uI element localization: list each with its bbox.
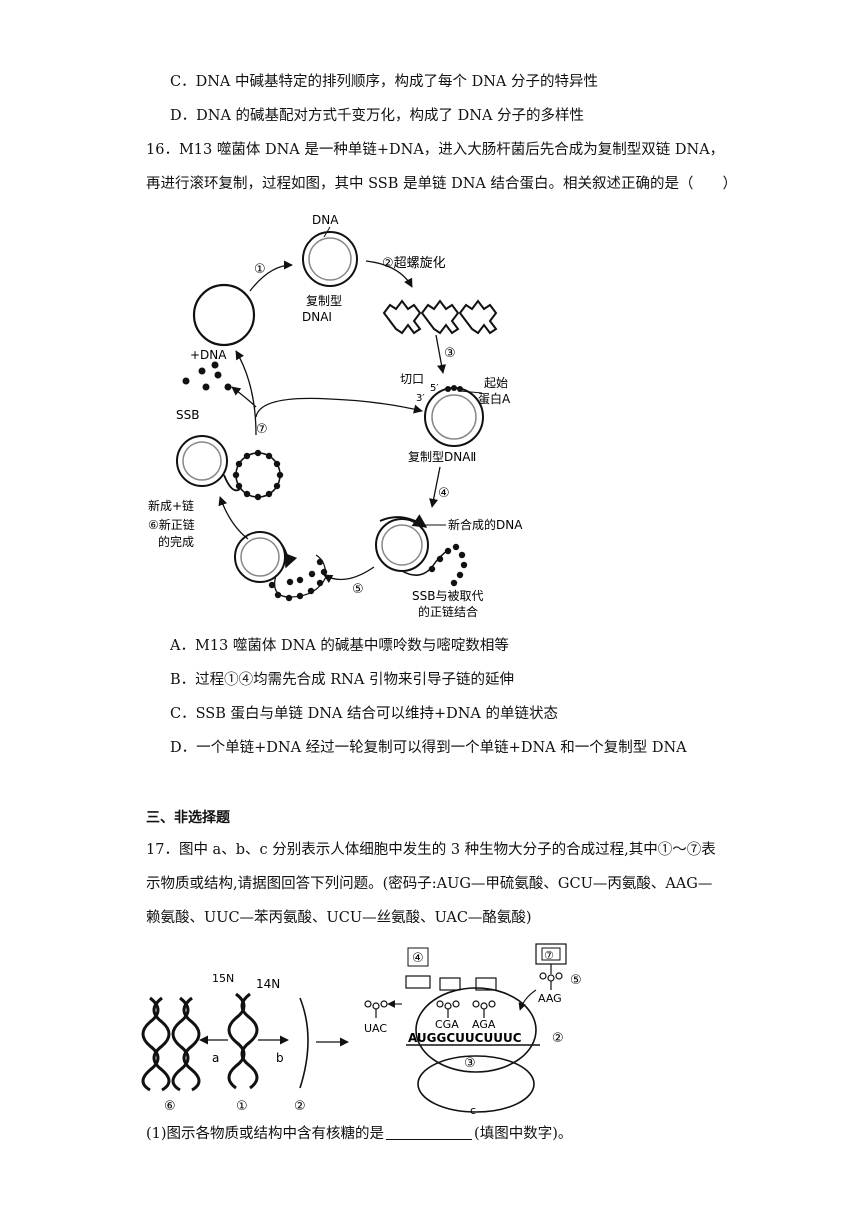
num1-label: ① xyxy=(236,1099,248,1114)
num6-label: ⑥ xyxy=(164,1099,176,1114)
ssb-bind-a: SSB与被取代 xyxy=(412,589,483,603)
q16-option-b: B．过程①④均需先合成 RNA 引物来引导子链的延伸 xyxy=(170,672,514,688)
trna-aag xyxy=(539,964,563,990)
step3-label: ③ xyxy=(444,346,456,361)
replicative-1-b: DNAⅠ xyxy=(302,310,332,324)
step2-label: ②超螺旋化 xyxy=(382,256,446,271)
ribosome-small-subunit xyxy=(417,1055,535,1113)
q15-option-c: C．DNA 中碱基特定的排列顺序，构成了每个 DNA 分子的特异性 xyxy=(170,74,598,90)
uac-label: UAC xyxy=(364,1022,387,1035)
replicative-dna-2-outer xyxy=(424,387,484,447)
dna-label: DNA xyxy=(312,213,339,227)
aag-label: AAG xyxy=(538,992,562,1005)
n14-label: 14N xyxy=(256,977,280,991)
central-dogma-figure: ⑥ a 15N 14N ① b ② AUGGCUUCUUUC ③ c ② CGA… xyxy=(141,943,582,1116)
step4-label: ④ xyxy=(438,486,450,501)
label-b: b xyxy=(276,1051,284,1065)
trna-cga xyxy=(436,1000,460,1018)
step7-label: ⑦ xyxy=(256,422,268,437)
initiator-a: 起始 xyxy=(484,376,508,390)
q16-option-c: C．SSB 蛋白与单链 DNA 结合可以维持+DNA 的单链状态 xyxy=(170,706,559,722)
q16-option-d: D．一个单链+DNA 经过一轮复制可以得到一个单链+DNA 和一个复制型 DNA xyxy=(170,740,687,756)
q17-stem-line1: 17．图中 a、b、c 分别表示人体细胞中发生的 3 种生物大分子的合成过程,其… xyxy=(146,842,716,858)
q16-stem-line1: 16．M13 噬菌体 DNA 是一种单链+DNA，进入大肠杆菌后先合成为复制型双… xyxy=(146,142,725,158)
label-a: a xyxy=(212,1051,219,1065)
label-c: c xyxy=(470,1104,476,1116)
parent-dna-helix xyxy=(227,992,259,1090)
q17-sub1-answer-blank[interactable] xyxy=(386,1125,473,1140)
daughter-dna-helices xyxy=(141,996,201,1092)
n15-label: 15N xyxy=(212,972,234,985)
plus-dna-label: +DNA xyxy=(190,348,227,362)
new-dna-label: 新合成的DNA xyxy=(448,517,523,532)
step6-b-label: 的完成 xyxy=(158,534,194,549)
replicative-2-label: 复制型DNAⅡ xyxy=(408,450,476,464)
trna-aga xyxy=(472,1000,496,1018)
num3-label: ③ xyxy=(464,1056,476,1071)
q17-sub1-suffix: (填图中数字)。 xyxy=(474,1126,573,1142)
q16-option-a: A．M13 噬菌体 DNA 的碱基中嘌呤数与嘧啶数相等 xyxy=(170,638,509,654)
num2-right-label: ② xyxy=(552,1031,564,1046)
displaced-strand-ssb xyxy=(428,543,468,587)
rolling-circle-figure: +DNA SSB ① DNA 复制型 DNAⅠ ②超螺旋化 ③ 切口 5′ 3′… xyxy=(148,213,523,619)
num2-label: ② xyxy=(294,1099,306,1114)
q16-stem-line2: 再进行滚环复制，过程如图，其中 SSB 是单链 DNA 结合蛋白。相关叙述正确的… xyxy=(146,176,737,192)
ssb-label: SSB xyxy=(176,408,199,422)
ssb-bind-b: 的正链结合 xyxy=(418,604,478,619)
step5-label: ⑤ xyxy=(352,582,364,597)
trna-uac xyxy=(364,1000,388,1018)
num7-label: ⑦ xyxy=(544,949,554,962)
new-plus-strand-label: 新成+链 xyxy=(148,498,194,513)
num4-label: ④ xyxy=(412,951,424,966)
three-prime-label: 3′ xyxy=(416,393,425,404)
section-3-title: 三、非选择题 xyxy=(146,810,230,826)
aga-label: AGA xyxy=(472,1018,496,1031)
supercoiled-dna xyxy=(382,299,498,335)
cga-label: CGA xyxy=(435,1018,459,1031)
num5-label: ⑤ xyxy=(570,973,582,988)
mrna-sequence: AUGGCUUCUUUC xyxy=(408,1031,522,1045)
step1-label: ① xyxy=(254,262,266,277)
q17-stem-line3: 赖氨酸、UUC—苯丙氨酸、UCU—丝氨酸、UAC—酪氨酸) xyxy=(146,910,532,926)
replicative-1-a: 复制型 xyxy=(306,294,342,308)
plus-dna-circle xyxy=(192,283,256,347)
released-ssb-ring xyxy=(232,449,284,501)
q15-option-d: D．DNA 的碱基配对方式千变万化，构成了 DNA 分子的多样性 xyxy=(170,108,585,124)
initiator-b: 蛋白A xyxy=(478,391,511,406)
replicative-dna-1-outer xyxy=(302,231,358,287)
q17-stem-line2: 示物质或结构,请据图回答下列问题。(密码子:AUG—甲硫氨酸、GCU—丙氨酸、A… xyxy=(146,876,713,892)
bottom-ssb-loop xyxy=(268,554,328,602)
ssb-dots xyxy=(182,361,232,391)
five-prime-label: 5′ xyxy=(430,383,439,394)
q17-sub1: (1)图示各物质或结构中含有核糖的是 (填图中数字)。 xyxy=(146,1124,572,1144)
q17-sub1-prefix: (1)图示各物质或结构中含有核糖的是 xyxy=(146,1126,385,1142)
step6-a-label: ⑥新正链 xyxy=(148,517,195,532)
nick-label: 切口 xyxy=(400,372,424,386)
